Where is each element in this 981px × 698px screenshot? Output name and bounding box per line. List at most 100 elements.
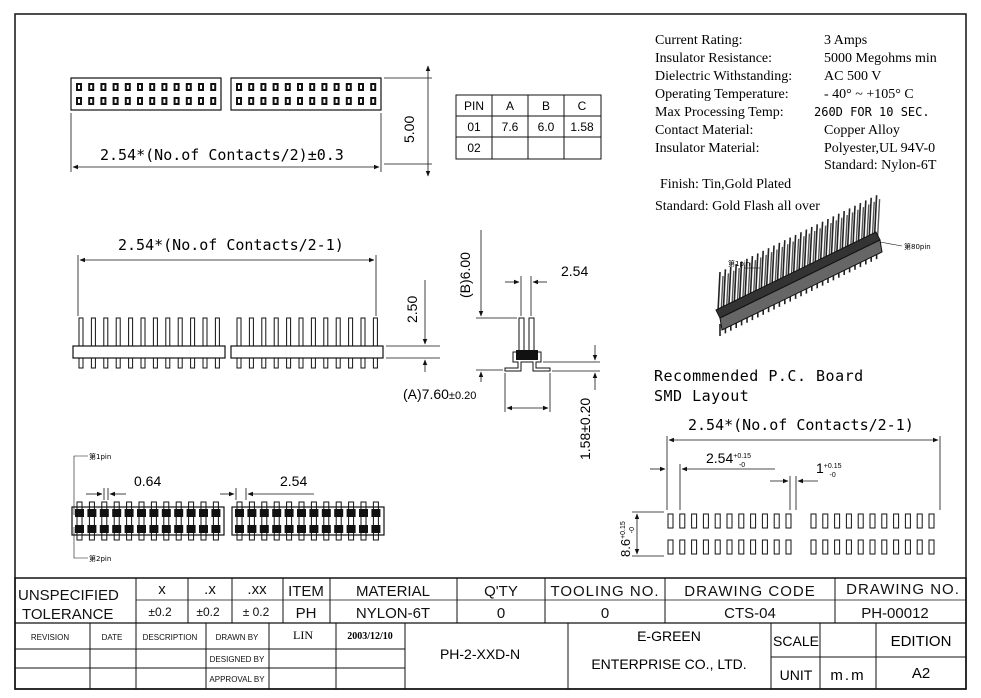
isometric-view: 第1pin 第80pin <box>715 195 931 336</box>
top-pin-hole <box>372 99 375 103</box>
iso-pin <box>738 261 743 302</box>
tb-drawing-code-val: CTS-04 <box>724 605 776 622</box>
bottom-pin <box>273 501 280 541</box>
top-pin-hole <box>126 99 129 103</box>
spec-value: 3 Amps <box>824 33 867 48</box>
bottom-pin-pad <box>161 509 171 517</box>
iso-pin <box>830 216 835 257</box>
front-pin <box>298 317 304 347</box>
pcb-pad <box>785 539 792 555</box>
iso-pin <box>755 253 759 294</box>
tb-approval-by: APPROVAL BY <box>209 675 265 684</box>
bottom-pin-pad <box>75 525 84 533</box>
front-pin-tail <box>152 357 158 369</box>
top-pin-hole <box>311 85 314 89</box>
tb-x-val: ±0.2 <box>148 605 172 619</box>
bottom-pin <box>335 501 342 541</box>
bottom-pin-pad <box>99 509 109 517</box>
pcb-pad <box>750 513 757 529</box>
front-pin-tail <box>115 357 121 369</box>
front-pin-tail <box>90 357 96 369</box>
tb-unspecified: UNSPECIFIED <box>18 587 119 604</box>
front-pin-tail <box>261 357 267 369</box>
top-pin-hole <box>126 85 129 89</box>
iso-pin1-label: 第1pin <box>728 259 750 268</box>
tb-dx: .x <box>204 581 216 598</box>
bottom-pin-pad <box>359 525 368 533</box>
front-pin-tail <box>165 357 171 369</box>
front-pin <box>177 317 183 347</box>
spec-value: Copper Alloy <box>824 123 900 138</box>
bottom-pin-pad <box>235 525 244 533</box>
iso-pin <box>819 221 824 262</box>
bottom-pin2-label: 第2pin <box>89 554 111 563</box>
tb-company-2: ENTERPRISE CO., LTD. <box>591 656 746 672</box>
top-pin-hole <box>286 85 289 89</box>
iso-pin <box>798 232 802 273</box>
pcb-pad <box>881 539 888 555</box>
spec-value: AC 500 V <box>824 69 881 84</box>
pcb-pad <box>726 539 733 555</box>
iso-pin <box>814 224 818 265</box>
pcb-pad <box>714 539 721 555</box>
bottom-pin-pad <box>371 525 381 533</box>
front-pin-tail <box>360 357 366 369</box>
pin-table-cell: 7.6 <box>502 120 519 134</box>
pcb-pad <box>834 539 841 555</box>
tb-qty-label: Q'TY <box>484 583 518 600</box>
bottom-view: 0.64 2.54 第1pin 第2pin <box>71 452 385 563</box>
front-pin-tail <box>323 357 329 369</box>
side-view: (B)6.00 2.54 (A)7.60±0.20 1.58±0.20 <box>403 230 600 460</box>
bottom-pin-pad <box>297 525 306 533</box>
top-view: 2.54*(No.of Contacts/2)±0.3 5.00 <box>70 65 432 177</box>
top-pin-hole <box>163 99 166 103</box>
pcb-pad <box>928 539 935 555</box>
pcb-layout: Recommended P.C. Board SMD Layout 2.54*(… <box>618 367 941 557</box>
iso-pin80-label: 第80pin <box>904 242 931 251</box>
pcb-pad <box>679 539 686 555</box>
pcb-title-1: Recommended P.C. Board <box>654 367 864 385</box>
bottom-pin-pad <box>297 509 306 517</box>
front-pin-tail <box>310 357 316 369</box>
top-pin-hole <box>175 85 178 89</box>
bottom-pin <box>88 501 95 541</box>
bottom-pin <box>138 501 145 541</box>
bottom-pin-pad <box>334 525 344 533</box>
front-pin <box>103 317 109 347</box>
pcb-pad <box>881 513 888 529</box>
front-pin-tail <box>103 357 109 369</box>
pcb-pad-dim: 1+0.15-0 <box>816 460 842 479</box>
bottom-pin-pad <box>211 525 221 533</box>
spec-label: Max Processing Temp: <box>655 105 784 120</box>
top-pin-hole <box>200 99 202 103</box>
title-block: UNSPECIFIED TOLERANCE x .x .xx ±0.2 ±0.2… <box>14 577 967 690</box>
front-pin <box>165 317 171 347</box>
tb-tooling-label: TOOLING NO. <box>550 583 659 600</box>
front-pin <box>286 317 292 347</box>
iso-pin <box>863 200 867 241</box>
pin-table-cell: 01 <box>467 120 481 134</box>
bottom-pin-pad <box>112 525 122 533</box>
bottom-pin-pad <box>334 509 344 517</box>
top-pin-hole <box>78 85 80 89</box>
bottom-pin-pad <box>247 509 257 517</box>
top-pin-hole <box>311 99 314 103</box>
pcb-pad <box>738 513 745 529</box>
front-pin-tail <box>348 357 354 369</box>
pcb-pad <box>904 539 911 555</box>
front-pin-tail <box>248 357 254 369</box>
front-pin <box>78 317 84 347</box>
iso-pin <box>771 245 775 286</box>
iso-pin <box>722 269 727 310</box>
bottom-pin <box>76 501 83 541</box>
tb-drawn-by: DRAWN BY <box>216 633 259 642</box>
front-pin <box>348 317 354 347</box>
spec-value: 5000 Megohms min <box>824 51 937 66</box>
bottom-pin-pad <box>137 509 146 517</box>
front-pin <box>190 317 196 347</box>
pin-table-header: B <box>542 99 550 113</box>
spec-value: 260D FOR 10 SEC. <box>814 105 930 119</box>
bottom-pin-pad <box>272 525 282 533</box>
top-pin-hole <box>200 85 202 89</box>
bottom-pin-pad <box>124 525 134 533</box>
